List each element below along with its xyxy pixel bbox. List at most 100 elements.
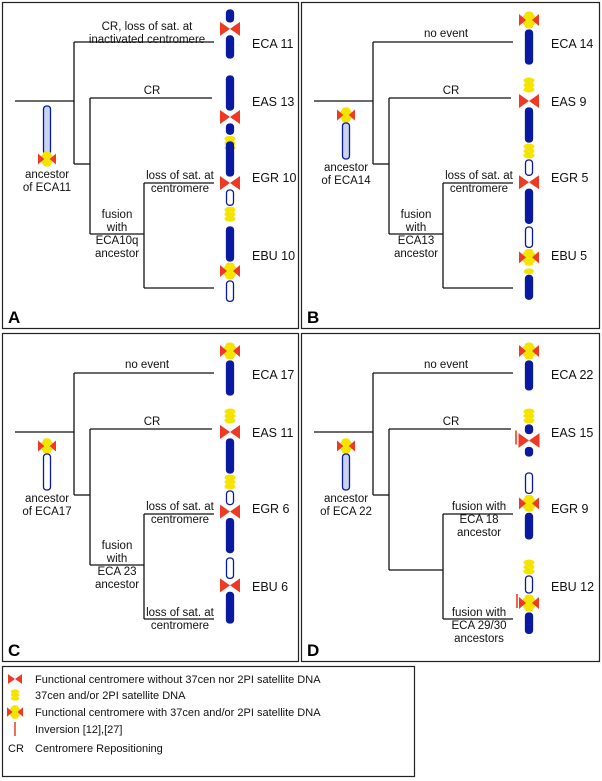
species-chromosome-label: EBU 12 — [551, 580, 594, 594]
species-chromosome-label: EBU 5 — [551, 249, 587, 263]
centromere-icon — [220, 578, 240, 593]
leaf-ebu-5: EBU 5 — [519, 226, 587, 300]
tree-branches — [15, 372, 214, 620]
chromosome-arm — [225, 517, 235, 554]
legend-box — [1, 665, 416, 778]
leaf-ebu-6: EBU 6 — [220, 557, 288, 624]
tree-branches — [314, 41, 513, 289]
event-label-cr: CR — [443, 416, 460, 428]
satellite-icon — [523, 77, 535, 93]
functional-centromere-no-satellite-icon — [8, 674, 22, 684]
chromosome-arm — [225, 557, 235, 580]
chromosome-arm — [225, 280, 235, 303]
satellite-icon — [523, 559, 535, 575]
chromosome-arm — [524, 512, 534, 540]
legend-item: 37cen and/or 2PI satellite DNA — [10, 689, 186, 702]
species-chromosome-label: EBU 6 — [252, 580, 288, 594]
chromosome-arm — [225, 35, 235, 59]
legend-text: 37cen and/or 2PI satellite DNA — [35, 690, 186, 702]
event-label-fusion: ECA13 — [398, 235, 434, 247]
tree-branches — [15, 41, 214, 289]
satellite-icon — [523, 408, 535, 424]
centromere-icon — [519, 94, 539, 108]
event-label-branch3: loss of sat. at — [146, 501, 215, 513]
tree-branches — [314, 372, 513, 620]
functional-centromere-with-satellite-icon — [7, 705, 23, 719]
centromere-icon — [519, 342, 539, 360]
event-label-branch4: centromere — [151, 620, 209, 632]
legend-text: Functional centromere with 37cen and/or … — [35, 707, 321, 719]
event-label-branch4: fusion with — [452, 607, 506, 619]
species-chromosome-label: ECA 14 — [551, 37, 593, 51]
panel-letter: D — [307, 641, 319, 660]
event-label-branch3: centromere — [151, 514, 209, 526]
event-label-fusion: with — [106, 553, 127, 565]
event-label-fusion: fusion — [401, 209, 432, 221]
event-label-branch3: ancestor — [457, 527, 501, 539]
species-chromosome-label: ECA 22 — [551, 368, 593, 382]
centromere-icon — [220, 262, 240, 280]
centromere-icon — [519, 11, 539, 29]
centromere-icon — [220, 110, 240, 124]
panel-letter: B — [307, 308, 319, 327]
event-label-top: inactivated centromere — [89, 34, 205, 46]
species-chromosome-label: EBU 10 — [252, 249, 295, 263]
ancestor-label: ancestor — [324, 162, 368, 174]
leaf-egr-5: EGR 5 — [519, 143, 589, 224]
centromere-satellite-icon — [337, 107, 355, 123]
leaf-egr-6: EGR 6 — [220, 474, 290, 554]
centromere-icon — [516, 594, 539, 612]
leaf-chromosome — [519, 143, 539, 224]
event-label-fusion: ancestor — [95, 579, 139, 591]
ancestor-label: of ECA14 — [321, 175, 371, 187]
event-label-branch4: loss of sat. at — [146, 607, 215, 619]
leaf-chromosome — [519, 472, 539, 540]
event-label-branch4: ECA 29/30 — [452, 620, 507, 632]
leaf-chromosome — [220, 408, 240, 474]
chromosome-arm — [524, 107, 534, 143]
panel-border — [1, 1, 300, 330]
legend-item: Functional centromere with 37cen and/or … — [7, 705, 321, 719]
leaf-eas-11: EAS 11 — [220, 408, 294, 474]
chromosome-arm — [225, 226, 235, 262]
leaf-eca-22: ECA 22 — [519, 342, 593, 391]
leaf-chromosome — [519, 226, 539, 300]
event-label-branch3: loss of sat. at — [445, 170, 514, 182]
event-label-branch3: ECA 18 — [460, 514, 499, 526]
leaf-chromosome — [220, 226, 240, 303]
species-chromosome-label: EGR 10 — [252, 171, 297, 185]
centromere-icon — [220, 342, 240, 360]
centromere-icon — [515, 430, 540, 448]
species-chromosome-label: EGR 9 — [551, 502, 589, 516]
species-chromosome-label: EAS 11 — [252, 426, 294, 440]
leaf-chromosome — [519, 11, 539, 65]
species-chromosome-label: EGR 6 — [252, 502, 290, 516]
satellite-icon — [224, 206, 236, 222]
ancestor-chromosome — [341, 122, 351, 160]
centromere-satellite-icon — [38, 438, 56, 454]
panel-border — [1, 332, 300, 663]
event-label-branch3: loss of sat. at — [146, 170, 215, 182]
chromosome-arm — [225, 490, 235, 506]
leaf-chromosome — [220, 474, 240, 554]
event-label-fusion: with — [405, 222, 426, 234]
leaf-eas-15: EAS 15 — [515, 408, 593, 457]
legend: Functional centromere without 37cen nor … — [1, 665, 416, 778]
chromosome-arm — [225, 360, 235, 396]
event-label-branch3: centromere — [151, 183, 209, 195]
chromosome-arm — [524, 424, 534, 435]
ancestor-label: of ECA17 — [22, 506, 71, 518]
event-label-branch3: centromere — [450, 183, 508, 195]
chromosome-arm — [225, 438, 235, 474]
panel-border — [300, 332, 601, 663]
leaf-eca-14: ECA 14 — [519, 11, 593, 65]
